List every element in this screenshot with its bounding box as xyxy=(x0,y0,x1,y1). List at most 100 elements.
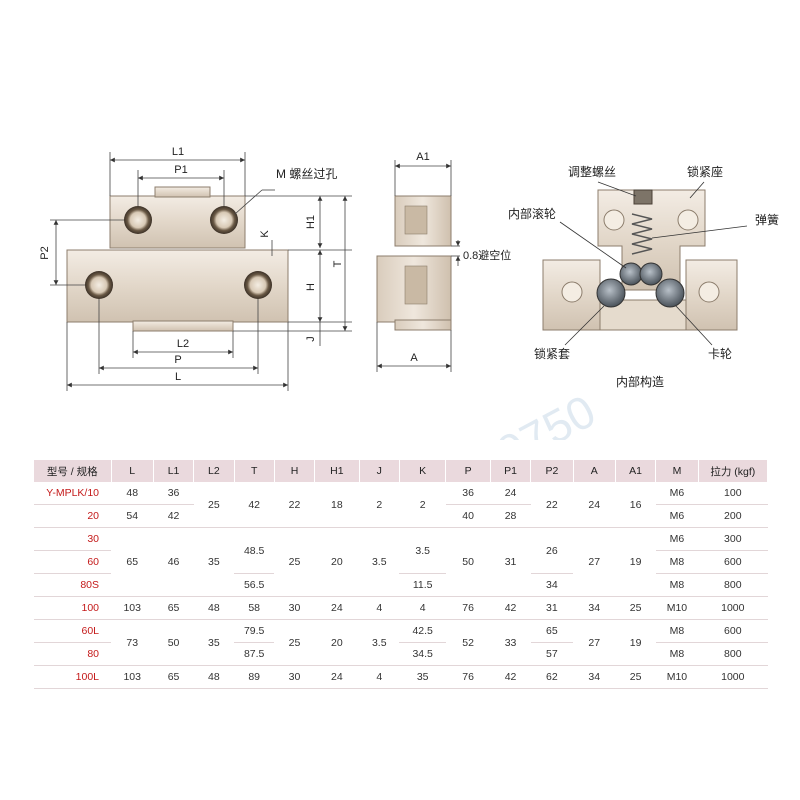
table-cell: M6 xyxy=(655,482,699,505)
clip-wheel-left xyxy=(596,278,626,308)
label-L: L xyxy=(175,371,181,383)
table-cell: 25 xyxy=(274,527,315,597)
label-L2: L2 xyxy=(177,338,189,350)
label-T: T xyxy=(332,260,344,267)
table-cell: 50 xyxy=(445,527,491,597)
table-cell: 24 xyxy=(314,596,360,620)
internal-hole-lower-left xyxy=(561,281,583,303)
table-cell: M10 xyxy=(655,665,699,689)
label-adjust-screw: 调整螺丝 xyxy=(568,164,616,179)
label-J: J xyxy=(305,336,317,342)
table-cell: 3.5 xyxy=(359,527,400,597)
table-cell: 25 xyxy=(193,482,235,528)
table-cell: M6 xyxy=(655,527,699,551)
table-header-cell: P2 xyxy=(530,460,574,482)
table-cell: 76 xyxy=(445,596,491,620)
table-cell: 48 xyxy=(193,665,235,689)
front-hole-top-right xyxy=(210,206,238,234)
table-cell: 54 xyxy=(111,504,154,528)
front-view: L1 P1 M 螺丝过孔 P2 K H1 H J T L2 P L xyxy=(39,146,352,391)
label-M: M 螺丝过孔 xyxy=(276,167,337,181)
table-cell: 2 xyxy=(399,482,446,528)
table-cell: 79.5 xyxy=(234,619,275,643)
table-header-cell: A xyxy=(573,460,616,482)
table-cell: 62 xyxy=(530,665,574,689)
internal-hole-upper-left xyxy=(603,209,625,231)
spring xyxy=(631,213,653,255)
table-cell: 36 xyxy=(445,482,491,505)
model-cell: 100 xyxy=(34,596,112,620)
table-header-cell: L xyxy=(111,460,154,482)
front-top-tab xyxy=(154,186,211,198)
table-cell: 57 xyxy=(530,642,574,666)
front-hole-bottom-right xyxy=(244,271,272,299)
model-cell: 60L xyxy=(34,619,112,643)
inner-roller-right xyxy=(639,262,663,286)
model-cell: 30 xyxy=(34,527,112,551)
front-bottom-tab xyxy=(132,320,234,332)
table-cell: 48 xyxy=(193,596,235,620)
table-cell: 35 xyxy=(193,527,235,597)
table-cell: 4 xyxy=(359,596,400,620)
table-cell: 65 xyxy=(153,665,194,689)
table-cell: 42 xyxy=(490,665,531,689)
adjust-screw xyxy=(633,189,653,205)
internal-structure-view: 调整螺丝 锁紧座 内部滚轮 弹簧 锁紧套 卡轮 内部构造 xyxy=(508,164,779,389)
label-clip-wheel: 卡轮 xyxy=(708,347,732,361)
table-cell: 19 xyxy=(615,527,656,597)
table-cell: 600 xyxy=(698,619,768,643)
internal-hole-lower-right xyxy=(698,281,720,303)
table-header-cell: J xyxy=(359,460,400,482)
label-H1: H1 xyxy=(305,215,317,229)
table-cell: 31 xyxy=(530,596,574,620)
internal-hole-upper-right xyxy=(677,209,699,231)
table-header-cell: H1 xyxy=(314,460,360,482)
table-header-cell: 型号 / 规格 xyxy=(34,460,112,482)
model-cell: 100L xyxy=(34,665,112,689)
table-cell: 3.5 xyxy=(399,527,446,574)
table-cell: 600 xyxy=(698,550,768,574)
table-cell: 65 xyxy=(530,619,574,643)
table-header-cell: H xyxy=(274,460,316,482)
table-cell: 16 xyxy=(615,482,656,528)
front-hole-top-left xyxy=(124,206,152,234)
technical-drawing: L1 P1 M 螺丝过孔 P2 K H1 H J T L2 P L A1 0.8… xyxy=(39,146,779,440)
table-header-cell: L1 xyxy=(153,460,195,482)
table-header-cell: K xyxy=(399,460,447,482)
table-cell: 2 xyxy=(359,482,400,528)
table-cell: 46 xyxy=(153,527,194,597)
table-cell: 200 xyxy=(698,504,768,528)
label-spring: 弹簧 xyxy=(755,212,779,227)
table-cell: 42 xyxy=(490,596,531,620)
table-cell: 52 xyxy=(445,619,491,666)
table-cell: 58 xyxy=(234,596,275,620)
table-cell: 42 xyxy=(153,504,194,528)
table-cell: 27 xyxy=(573,619,616,666)
table-cell: 34 xyxy=(573,665,616,689)
label-lock-seat: 锁紧座 xyxy=(687,164,723,179)
model-cell: Y-MPLK/10 xyxy=(34,482,112,505)
table-cell: M8 xyxy=(655,619,699,643)
table-cell: 103 xyxy=(111,665,154,689)
label-L1: L1 xyxy=(172,146,184,158)
table-cell: 1000 xyxy=(698,665,768,689)
table-cell: M10 xyxy=(655,596,699,620)
table-cell: 28 xyxy=(490,504,531,528)
table-cell: 19 xyxy=(615,619,656,666)
table-cell: 30 xyxy=(274,596,315,620)
table-cell: 1000 xyxy=(698,596,768,620)
table-cell: 76 xyxy=(445,665,491,689)
front-hole-bottom-left xyxy=(85,271,113,299)
model-cell: 20 xyxy=(34,504,112,528)
table-cell: 34 xyxy=(573,596,616,620)
table-header-cell: M xyxy=(655,460,699,482)
table-cell: 3.5 xyxy=(359,619,400,666)
